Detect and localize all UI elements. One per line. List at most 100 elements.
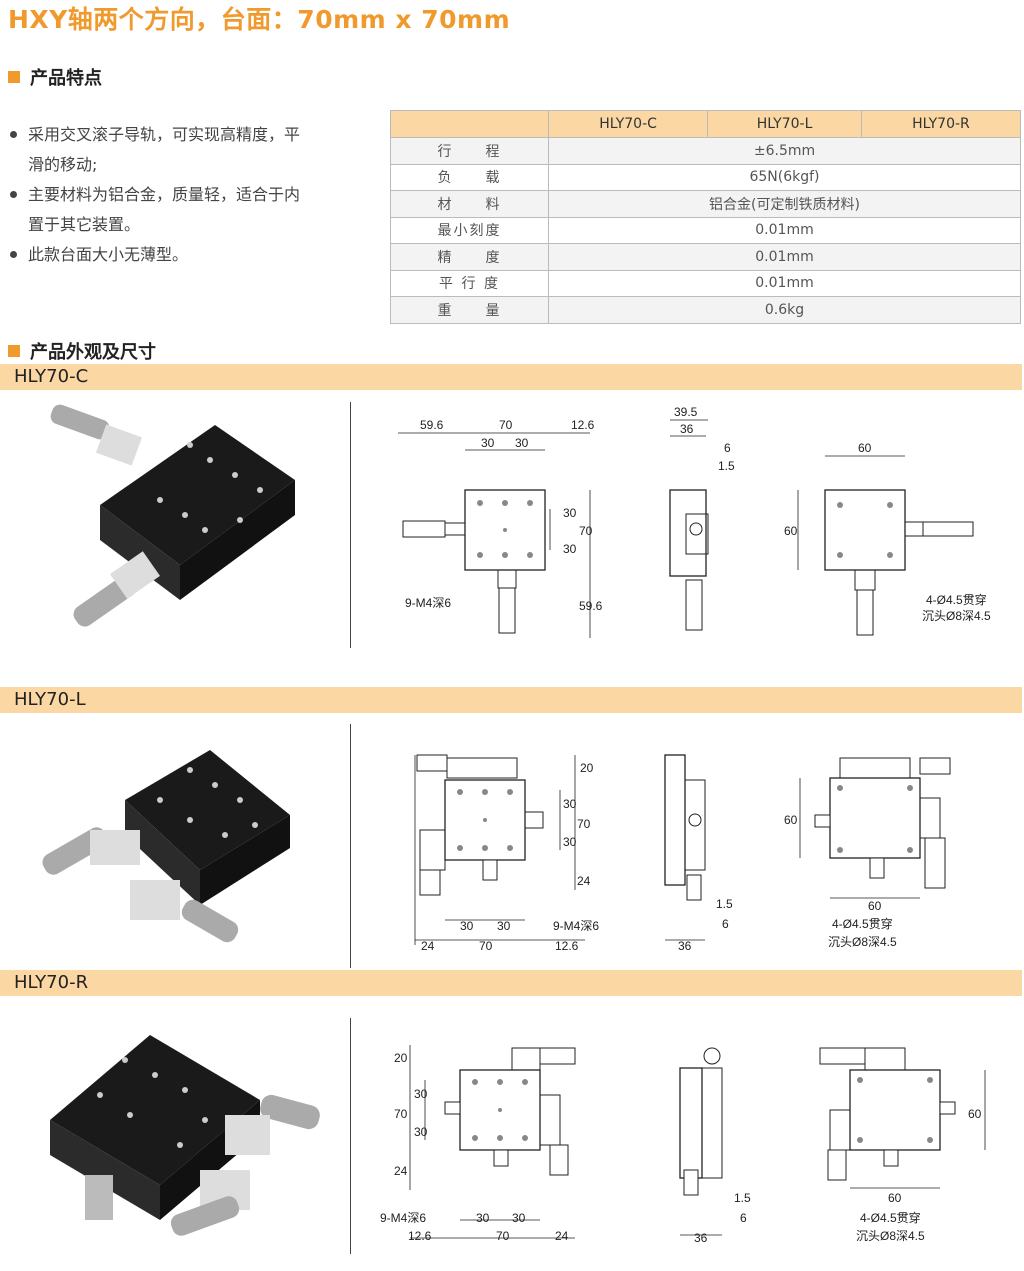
dim-label: 30 bbox=[497, 919, 511, 933]
spec-header-hly70-l: HLY70-L bbox=[707, 110, 862, 138]
spec-value: 0.6kg bbox=[548, 296, 1021, 324]
dim-label: 70 bbox=[394, 1107, 408, 1121]
drawing-side-hly70-r: 1.5 6 36 bbox=[679, 1047, 751, 1245]
feature-item: 主要材料为铝合金，质量轻，适合于内置于其它装置。 bbox=[8, 180, 308, 240]
dim-label: 30 bbox=[481, 436, 495, 450]
spec-row: 材 料铝合金(可定制铁质材料) bbox=[390, 190, 1021, 218]
model-bar-hly70-l: HLY70-L bbox=[0, 687, 1022, 713]
dim-label: 20 bbox=[580, 761, 594, 775]
dim-label: 30 bbox=[460, 919, 474, 933]
dim-label: 70 bbox=[579, 524, 593, 538]
dim-label: 36 bbox=[694, 1231, 708, 1245]
hole-label: 沉头Ø8深4.5 bbox=[828, 935, 897, 949]
dim-label: 30 bbox=[512, 1211, 526, 1225]
spec-value: 铝合金(可定制铁质材料) bbox=[548, 190, 1021, 218]
product-photo-hly70-l bbox=[42, 750, 290, 943]
dim-label: 6 bbox=[722, 917, 729, 931]
drawing-bottom-hly70-l: 60 60 4-Ø4.5贯穿 沉头Ø8深4.5 bbox=[784, 757, 951, 949]
feature-item: 此款台面大小无薄型。 bbox=[8, 240, 308, 270]
dim-label: 39.5 bbox=[674, 405, 698, 419]
dim-label: 24 bbox=[421, 939, 435, 953]
spec-header-row: HLY70-C HLY70-L HLY70-R bbox=[390, 110, 1022, 138]
dim-label: 30 bbox=[515, 436, 529, 450]
spec-label: 精 度 bbox=[390, 243, 549, 271]
spec-value: 0.01mm bbox=[548, 243, 1021, 271]
spec-value: ±6.5mm bbox=[548, 137, 1021, 165]
spec-label: 最小刻度 bbox=[390, 216, 549, 244]
dim-label: 30 bbox=[476, 1211, 490, 1225]
spec-value: 0.01mm bbox=[548, 269, 1021, 297]
dim-label: 70 bbox=[496, 1229, 510, 1243]
dim-label: 36 bbox=[678, 939, 692, 953]
dim-label: 20 bbox=[394, 1051, 408, 1065]
spec-label: 平 行 度 bbox=[390, 269, 549, 297]
dim-label: 30 bbox=[563, 835, 577, 849]
dim-label: 12.6 bbox=[408, 1229, 432, 1243]
dim-label: 60 bbox=[868, 899, 882, 913]
hole-label: 4-Ø4.5贯穿 bbox=[832, 916, 893, 931]
feature-item: 采用交叉滚子导轨，可实现高精度，平滑的移动; bbox=[8, 120, 308, 180]
hole-label: 沉头Ø8深4.5 bbox=[856, 1229, 925, 1243]
divider bbox=[350, 402, 351, 648]
product-photo-hly70-c bbox=[50, 404, 295, 627]
dim-label: 12.6 bbox=[555, 939, 579, 953]
dim-label: 70 bbox=[499, 418, 513, 432]
dim-label: 1.5 bbox=[718, 459, 735, 473]
dim-label: 60 bbox=[784, 524, 798, 538]
dim-label: 24 bbox=[577, 874, 591, 888]
dim-label: 24 bbox=[394, 1164, 408, 1178]
product-photo-hly70-r bbox=[50, 1035, 320, 1236]
dim-label: 30 bbox=[563, 506, 577, 520]
dim-label: 60 bbox=[888, 1191, 902, 1205]
drawing-side-hly70-l: 1.5 6 36 bbox=[664, 754, 733, 953]
dim-label: 30 bbox=[563, 797, 577, 811]
appearance-heading: 产品外观及尺寸 bbox=[8, 338, 156, 364]
drawing-top-hly70-r: 20 70 30 30 24 9-M4深6 30 30 12.6 70 24 bbox=[380, 1045, 576, 1243]
dim-label: 59.6 bbox=[579, 599, 603, 613]
model-bar-hly70-r: HLY70-R bbox=[0, 970, 1022, 996]
hole-label: 沉头Ø8深4.5 bbox=[922, 609, 991, 623]
dim-label: 1.5 bbox=[716, 897, 733, 911]
dim-label: 12.6 bbox=[571, 418, 595, 432]
dim-label: 60 bbox=[784, 813, 798, 827]
feature-list: 采用交叉滚子导轨，可实现高精度，平滑的移动; 主要材料为铝合金，质量轻，适合于内… bbox=[8, 120, 308, 270]
drawing-side-hly70-c: 39.5 36 6 1.5 bbox=[669, 405, 735, 631]
spec-row: 行 程±6.5mm bbox=[390, 137, 1021, 165]
spec-label: 行 程 bbox=[390, 137, 549, 165]
spec-label: 材 料 bbox=[390, 190, 549, 218]
heading-square-icon bbox=[8, 345, 20, 357]
hole-label: 4-Ø4.5贯穿 bbox=[860, 1210, 921, 1225]
spec-value: 65N(6kgf) bbox=[548, 163, 1021, 191]
drawing-bottom-hly70-r: 60 60 4-Ø4.5贯穿 沉头Ø8深4.5 bbox=[819, 1047, 986, 1243]
drawing-bottom-hly70-c: 60 60 4-Ø4.5贯穿 沉头Ø8深4.5 bbox=[784, 441, 991, 636]
thread-label: 9-M4深6 bbox=[380, 1211, 426, 1225]
model-bar-hly70-c: HLY70-C bbox=[0, 364, 1022, 390]
dim-label: 24 bbox=[555, 1229, 569, 1243]
dim-label: 36 bbox=[680, 422, 694, 436]
drawing-top-hly70-c: 59.6 70 12.6 30 30 30 70 30 59.6 9-M4深6 bbox=[398, 418, 603, 638]
heading-square-icon bbox=[8, 71, 20, 83]
thread-label: 9-M4深6 bbox=[405, 596, 451, 610]
dim-label: 59.6 bbox=[420, 418, 444, 432]
spec-header-hly70-c: HLY70-C bbox=[547, 110, 709, 138]
dim-label: 70 bbox=[479, 939, 493, 953]
dim-label: 30 bbox=[563, 542, 577, 556]
spec-header-blank bbox=[390, 110, 549, 138]
dim-label: 6 bbox=[724, 441, 731, 455]
spec-label: 负 载 bbox=[390, 163, 549, 191]
spec-value: 0.01mm bbox=[548, 216, 1021, 244]
thread-label: 9-M4深6 bbox=[553, 919, 599, 933]
dim-label: 30 bbox=[414, 1087, 428, 1101]
divider bbox=[350, 1018, 351, 1254]
dim-label: 30 bbox=[414, 1125, 428, 1139]
spec-label: 重 量 bbox=[390, 296, 549, 324]
dim-label: 60 bbox=[968, 1107, 982, 1121]
dim-label: 60 bbox=[858, 441, 872, 455]
dim-label: 70 bbox=[577, 817, 591, 831]
divider bbox=[350, 724, 351, 968]
